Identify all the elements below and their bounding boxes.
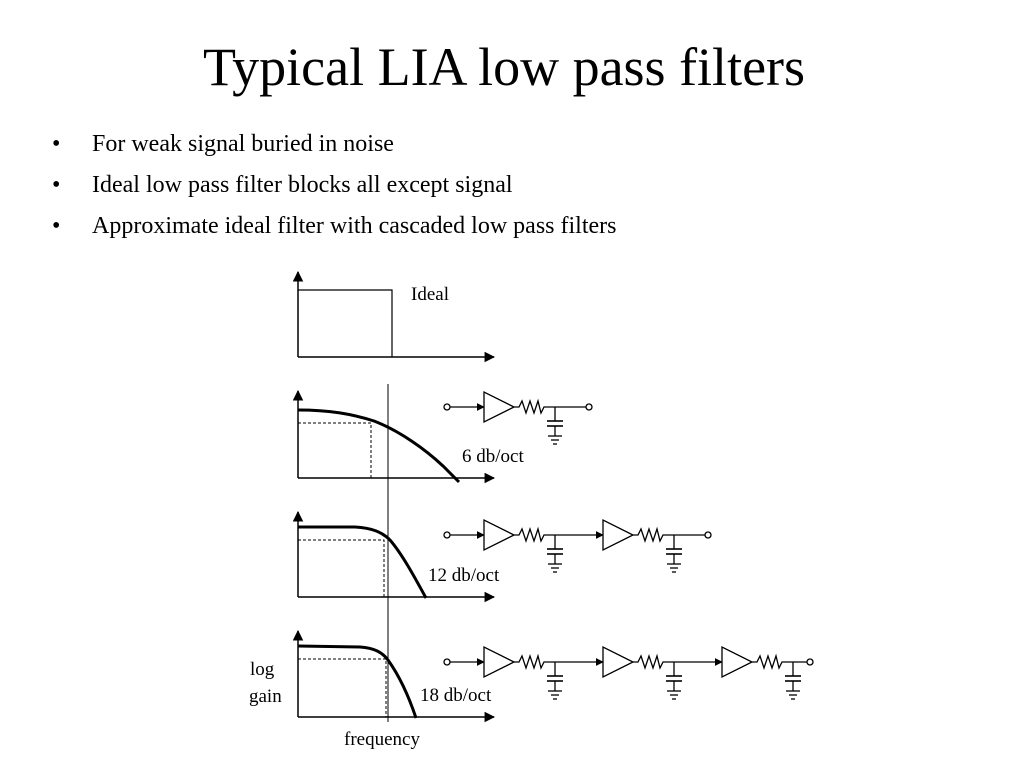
bullet-dot: • — [52, 172, 61, 198]
x-axis-label: frequency — [344, 729, 420, 750]
rc-circuit-3-stage — [443, 645, 814, 700]
resistor-icon — [514, 653, 552, 671]
resistor-icon — [514, 526, 552, 544]
buffer-amplifier-icon — [721, 645, 754, 679]
buffer-amplifier-icon — [602, 645, 635, 679]
rolloff-label: 18 db/oct — [420, 685, 492, 706]
bullet-text: For weak signal buried in noise — [92, 131, 394, 157]
bullet-text: Approximate ideal filter with cascaded l… — [92, 213, 617, 239]
y-axis-label-log: log — [250, 659, 275, 680]
capacitor-icon — [547, 662, 563, 691]
y-axis-label-gain: gain — [249, 686, 282, 707]
capacitor-icon — [547, 535, 563, 564]
rolloff-label: 6 db/oct — [462, 446, 524, 467]
buffer-amplifier-icon — [483, 518, 516, 552]
resistor-icon — [752, 653, 790, 671]
rc-circuit-2-stage — [443, 518, 712, 573]
capacitor-icon — [547, 407, 563, 436]
bullet-item: • Ideal low pass filter blocks all except… — [52, 165, 617, 206]
bullet-item: • Approximate ideal filter with cascaded … — [52, 206, 617, 247]
rc-circuit-1-stage — [443, 390, 593, 445]
capacitor-icon — [785, 662, 801, 691]
ground-icon — [548, 435, 562, 445]
ground-icon — [786, 690, 800, 700]
ideal-response-plot: Ideal — [292, 270, 496, 363]
buffer-amplifier-icon — [483, 645, 516, 679]
rolloff-label: 12 db/oct — [428, 565, 500, 586]
capacitor-icon — [666, 662, 682, 691]
terminal-icon — [585, 403, 593, 411]
resistor-icon — [633, 653, 671, 671]
terminal-icon — [704, 531, 712, 539]
ideal-reference-dashed — [298, 422, 372, 478]
ideal-label: Ideal — [411, 284, 449, 305]
bullet-list: • For weak signal buried in noise • Ideal … — [52, 124, 617, 247]
resistor-icon — [633, 526, 671, 544]
bullet-dot: • — [52, 213, 61, 239]
ground-icon — [667, 563, 681, 573]
capacitor-icon — [666, 535, 682, 564]
resistor-icon — [514, 398, 552, 416]
ideal-reference-dashed — [298, 658, 387, 717]
response-curve — [297, 644, 418, 719]
response-curve — [297, 408, 461, 484]
ground-icon — [667, 690, 681, 700]
terminal-icon — [443, 658, 451, 666]
ground-icon — [548, 563, 562, 573]
response-curve — [298, 525, 428, 599]
response-plot-6db: 6 db/oct — [292, 389, 524, 484]
bullet-dot: • — [52, 131, 61, 157]
response-plot-12db: 12 db/oct — [292, 510, 500, 603]
terminal-icon — [443, 403, 451, 411]
ideal-reference-dashed — [298, 539, 385, 597]
bullet-text: Ideal low pass filter blocks all except … — [92, 172, 513, 198]
ground-icon — [548, 690, 562, 700]
response-plot-18db: 18 db/oct log gain frequency — [249, 629, 496, 750]
buffer-amplifier-icon — [602, 518, 635, 552]
ideal-curve — [298, 289, 393, 357]
terminal-icon — [806, 658, 814, 666]
page-title: Typical LIA low pass filters — [202, 37, 806, 97]
bullet-item: • For weak signal buried in noise — [52, 124, 617, 165]
terminal-icon — [443, 531, 451, 539]
buffer-amplifier-icon — [483, 390, 516, 424]
